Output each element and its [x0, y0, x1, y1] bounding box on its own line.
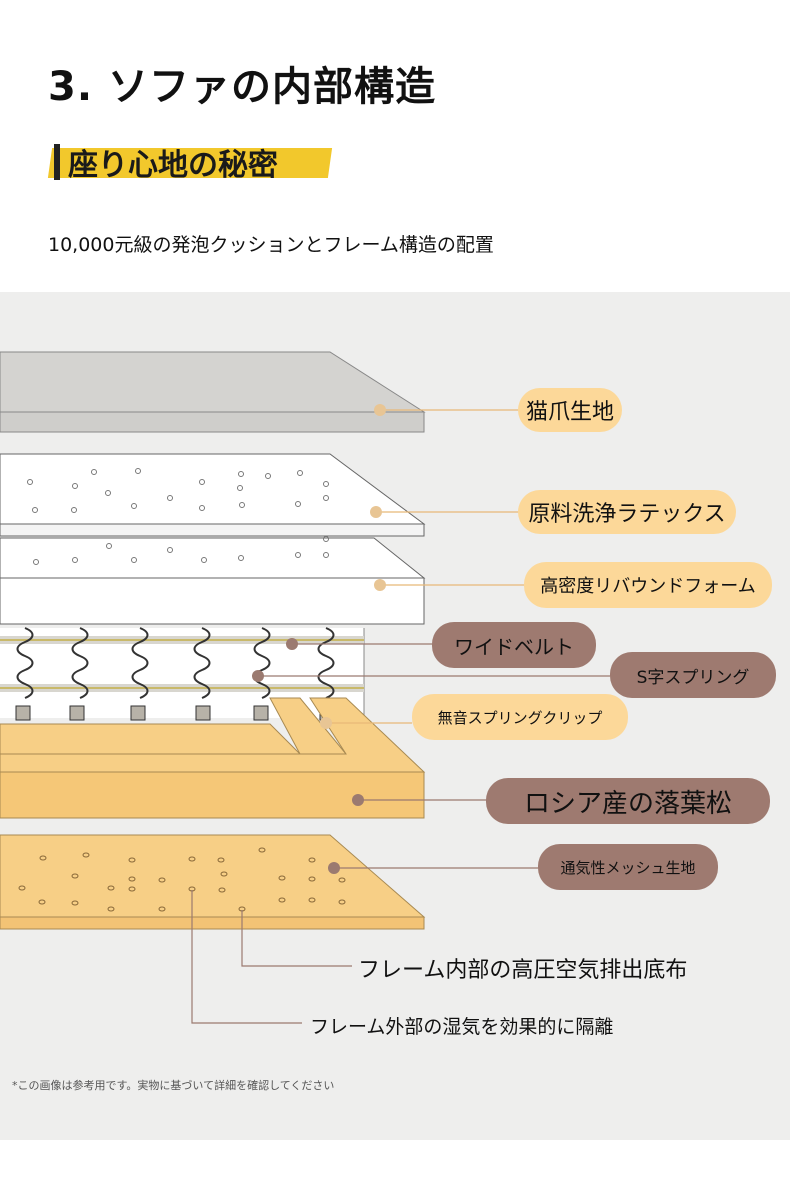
- leader-dots: [252, 404, 386, 874]
- callout-exhaust-cloth: フレーム内部の高圧空気排出底布: [358, 958, 688, 983]
- foam-layer: [0, 536, 426, 625]
- s-springs: [16, 627, 335, 699]
- label-foam: 高密度リバウンドフォーム: [524, 562, 772, 608]
- title-background: [40, 48, 445, 112]
- subtitle-accent-bar: [54, 144, 60, 180]
- larch-frame: [0, 697, 426, 819]
- page-title: 3. ソファの内部構造: [48, 64, 436, 110]
- latex-layer: [0, 453, 426, 537]
- label-wide-belt: ワイドベルト: [432, 622, 596, 668]
- leader-lines-brown: [191, 643, 610, 1024]
- fabric-layer: [0, 351, 426, 433]
- label-fabric: 猫爪生地: [518, 388, 622, 432]
- subtitle-banner: 座り心地の秘密: [47, 140, 338, 183]
- mesh-base-layer: [0, 834, 426, 930]
- structure-diagram: 猫爪生地 原料洗浄ラテックス 高密度リバウンドフォーム ワイドベルト S字スプリ…: [0, 292, 790, 1140]
- layers-illustration: [0, 351, 610, 1024]
- description-text: 10,000元級の発泡クッションとフレーム構造の配置: [48, 234, 494, 256]
- callout-moisture-isolation: フレーム外部の湿気を効果的に隔離: [310, 1016, 614, 1038]
- leader-lines: [326, 409, 524, 724]
- spring-section: [0, 627, 365, 721]
- subtitle-text: 座り心地の秘密: [68, 148, 278, 183]
- label-s-spring: S字スプリング: [610, 652, 776, 698]
- footnote: *この画像は参考用です。実物に基づいて詳細を確認してください: [12, 1079, 335, 1092]
- label-spring-clip: 無音スプリングクリップ: [412, 694, 628, 740]
- label-latex: 原料洗浄ラテックス: [518, 490, 736, 534]
- label-larch: ロシア産の落葉松: [486, 778, 770, 824]
- label-mesh: 通気性メッシュ生地: [538, 844, 718, 890]
